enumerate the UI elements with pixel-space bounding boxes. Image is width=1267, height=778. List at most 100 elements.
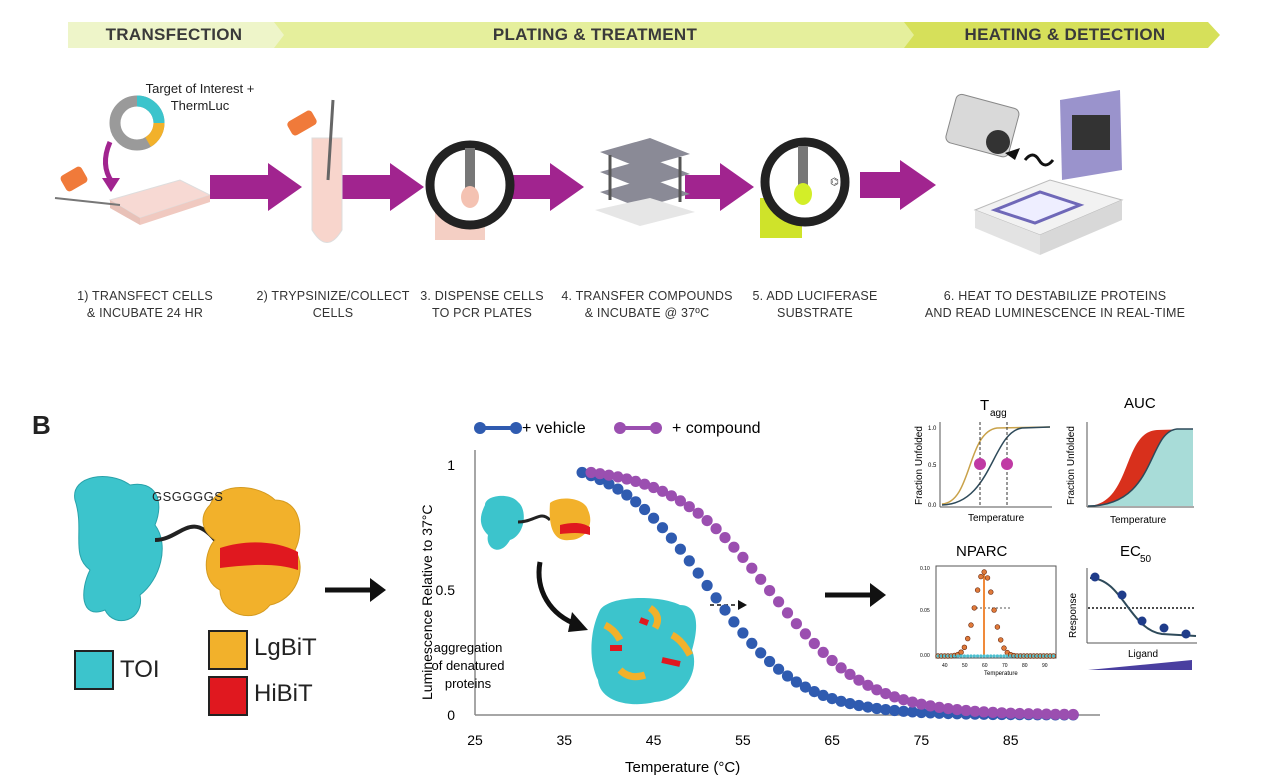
legend-dot-vehicle xyxy=(474,422,486,434)
tagg-title-sub: agg xyxy=(990,408,1007,419)
compound-point xyxy=(665,490,677,502)
plasmid-arrowhead-icon xyxy=(102,178,120,192)
aggregation-label-line3: proteins xyxy=(445,676,492,691)
step-2-line2: CELLS xyxy=(312,306,354,320)
flow-arrow-3 xyxy=(510,163,584,211)
vehicle-point xyxy=(576,466,588,479)
nparc-chart: NPARC 0.10 0.05 0.00 40 50 60 70 80 90 T… xyxy=(920,543,1057,677)
auc-ylabel: Fraction Unfolded xyxy=(1066,426,1077,505)
compound-point xyxy=(817,646,829,658)
compound-point xyxy=(942,703,954,715)
compound-point xyxy=(951,704,963,716)
tube-icon xyxy=(287,99,343,243)
y-tick-0: 1 xyxy=(447,457,455,473)
compound-point xyxy=(1058,708,1070,720)
workflow-illustrations: ⌬ xyxy=(54,90,1124,255)
tagg-point-a xyxy=(974,458,986,470)
step-1-line2: & INCUBATE 24 HR xyxy=(86,306,204,320)
compound-point xyxy=(799,628,811,640)
nparc-baseline-point xyxy=(959,654,963,658)
vehicle-point xyxy=(808,686,820,698)
legend-dot-vehicle-2 xyxy=(510,422,522,434)
vehicle-point xyxy=(764,655,776,668)
vehicle-point xyxy=(889,704,901,717)
nparc-xtick-40: 40 xyxy=(942,663,948,669)
legend-vehicle-label: + vehicle xyxy=(522,420,586,437)
compound-point xyxy=(701,515,713,527)
nparc-ytick-2: 0.00 xyxy=(920,653,930,659)
tagg-curve-a xyxy=(941,426,1051,505)
nparc-ytick-0: 0.10 xyxy=(920,566,930,572)
aggregation-arrowhead-icon xyxy=(568,612,588,632)
compound-point xyxy=(755,573,767,585)
x-tick-75: 75 xyxy=(914,732,930,748)
nparc-point xyxy=(978,573,984,580)
nparc-point xyxy=(968,622,974,628)
vehicle-point xyxy=(871,702,883,715)
panel-b-label: B xyxy=(32,410,51,440)
flask-icon xyxy=(54,166,212,225)
legend-label-lgbit: LgBiT xyxy=(254,634,317,661)
vehicle-point xyxy=(737,627,749,639)
compound-point xyxy=(889,691,901,703)
aggregate-protein-icon xyxy=(591,598,697,705)
nparc-baseline-point xyxy=(966,654,970,658)
aggregation-label-line1: aggregation xyxy=(434,640,503,655)
ec50-point-4 xyxy=(1159,623,1169,633)
flow-arrow-5 xyxy=(860,160,936,210)
auc-chart: AUC Temperature Fraction Unfolded xyxy=(1066,395,1194,526)
vehicle-point xyxy=(898,705,910,717)
nparc-baseline-point xyxy=(992,654,996,658)
dispense-cells-icon xyxy=(425,140,515,240)
vehicle-point xyxy=(915,706,928,719)
compound-point xyxy=(674,495,686,507)
vehicle-point xyxy=(826,693,838,705)
step-4-line2: & INCUBATE @ 37ºC xyxy=(584,306,710,320)
x-tick-85: 85 xyxy=(1003,732,1019,748)
nparc-xtick-50: 50 xyxy=(962,663,968,669)
nparc-baseline-point xyxy=(999,654,1003,658)
nparc-baseline-point xyxy=(989,654,993,658)
ec50-title-sub: 50 xyxy=(1140,554,1152,565)
nparc-ytick-1: 0.05 xyxy=(920,608,930,614)
compound-point xyxy=(692,507,704,519)
vehicle-point xyxy=(639,503,651,516)
arrow-to-chart-icon xyxy=(325,578,386,602)
flow-arrow-2 xyxy=(340,163,424,211)
x-tick-35: 35 xyxy=(556,732,572,748)
compound-point xyxy=(808,637,820,650)
compound-point xyxy=(915,698,928,710)
step-2: 2) TRYPSINIZE/COLLECT CELLS xyxy=(248,288,418,322)
nparc-point xyxy=(991,607,997,613)
nparc-baseline-point xyxy=(1051,654,1056,658)
nparc-point xyxy=(994,624,1001,630)
vehicle-point xyxy=(674,543,686,555)
tagg-chart: T agg 1.0 0.5 0.0 Temperature Fraction U… xyxy=(914,397,1052,524)
step-2-line1: 2) TRYPSINIZE/COLLECT xyxy=(256,289,410,303)
ec50-curve xyxy=(1089,577,1197,637)
vehicle-point xyxy=(799,681,811,693)
compound-point xyxy=(1023,708,1035,720)
vehicle-point xyxy=(817,689,829,701)
vehicle-point xyxy=(781,670,794,682)
ec50-chart: EC 50 Ligand Response xyxy=(1068,543,1197,670)
compound-point xyxy=(683,501,695,513)
nparc-xtick-60: 60 xyxy=(982,663,988,669)
legend-swatch-lgbit xyxy=(208,630,248,670)
x-tick-55: 55 xyxy=(735,732,751,748)
tagg-point-b xyxy=(1001,458,1013,470)
workflow-banner xyxy=(68,22,1220,48)
y-axis-label: Luminescence Relative to 37°C xyxy=(419,505,435,700)
legend-compound-label: + compound xyxy=(672,420,761,437)
auc-area-teal xyxy=(1088,429,1193,506)
compound-point xyxy=(728,541,740,553)
legend-label-toi: TOI xyxy=(120,656,160,683)
vehicle-point xyxy=(728,616,740,628)
nparc-baseline-point xyxy=(995,654,999,658)
vehicle-point xyxy=(906,706,919,718)
legend-dot-compound-2 xyxy=(650,422,662,434)
tagg-ytick-0: 0.0 xyxy=(928,503,937,509)
vehicle-point xyxy=(648,512,660,524)
